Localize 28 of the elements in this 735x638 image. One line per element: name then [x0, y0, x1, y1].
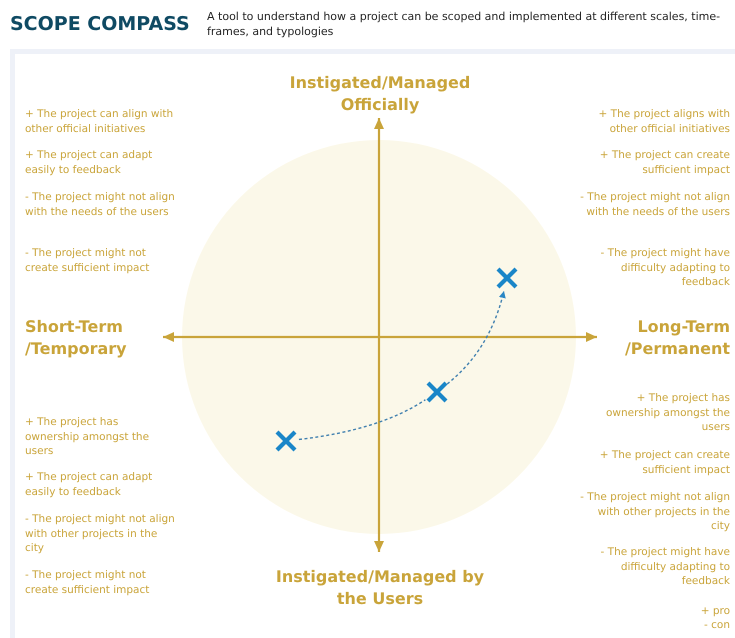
note-text: - con — [703, 618, 730, 632]
axis-label: Long-Term /Permanent — [624, 316, 730, 360]
axis-label: Instigated/Managed Officially — [288, 72, 472, 116]
cross-mark — [274, 429, 298, 453]
note-text: + pro — [700, 604, 730, 618]
note-text: + The project has ownership amongst the users — [604, 391, 730, 434]
note-text: + The project can align with other official initiatives — [25, 107, 174, 136]
note-text: - The project might not create sufficient impact — [25, 246, 150, 275]
cross-mark — [495, 266, 519, 290]
note-text: - The project might have difficulty adapting to feedback — [600, 246, 730, 290]
note-text: - The project might not align with the needs of the users — [25, 190, 175, 219]
note-text: - The project might not align with the needs of the users — [580, 190, 730, 219]
note-text: + The project can create sufficient impact — [598, 148, 730, 177]
note-text: + The project can create sufficient impact — [598, 448, 730, 477]
note-text: - The project might have difficulty adapting to feedback — [600, 545, 730, 588]
dashed-arrow — [446, 290, 506, 384]
note-text: - The project might not create sufficient impact — [25, 568, 150, 597]
note-text: + The project has ownership amongst the users — [25, 415, 150, 458]
title: SCOPE COMPASS — [10, 13, 190, 35]
note-text: + The project can adapt easily to feedback — [25, 148, 154, 177]
note-text: - The project might not align with other projects in the city — [25, 512, 175, 556]
axis-label: Instigated/Managed by the Users — [274, 566, 486, 610]
subtitle: A tool to understand how a project can be scoped and implemented at different scales, time-frames, and typologies — [207, 9, 722, 39]
note-text: + The project can adapt easily to feedback — [25, 470, 154, 499]
note-text: - The project might not align with other projects in the city — [580, 490, 730, 534]
note-text: + The project aligns with other official initiatives — [598, 107, 730, 136]
axis-label: Short-Term /Temporary — [25, 316, 128, 360]
cross-mark — [425, 380, 449, 404]
